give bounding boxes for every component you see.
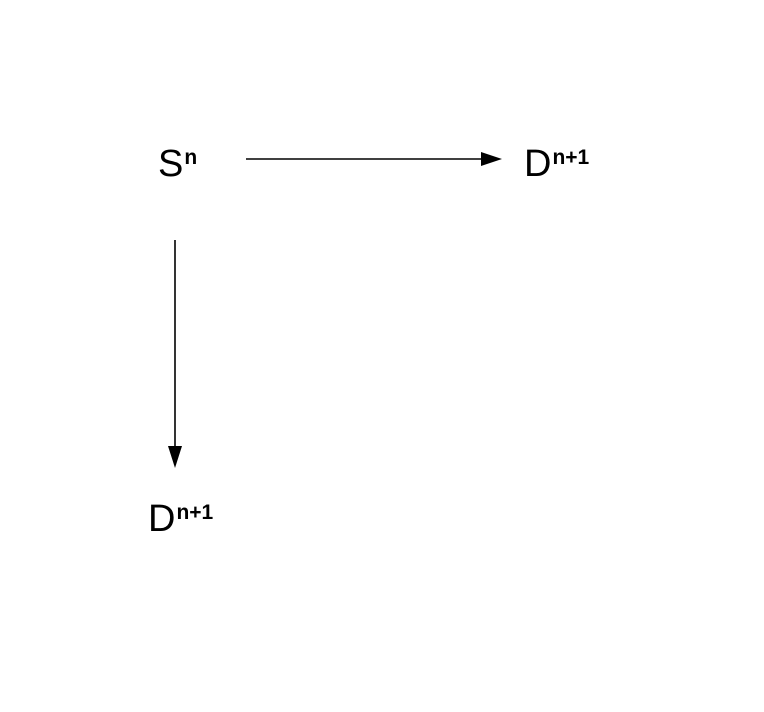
node-source: Sn bbox=[158, 145, 197, 183]
node-target-bottom-base: D bbox=[148, 498, 176, 540]
node-target-right-superscript: n+1 bbox=[552, 146, 590, 169]
node-target-right: Dn+1 bbox=[524, 145, 589, 183]
node-target-right-base: D bbox=[524, 143, 552, 185]
node-source-superscript: n bbox=[184, 146, 198, 169]
arrow-source-to-bottom bbox=[168, 240, 182, 468]
node-source-base: S bbox=[158, 143, 184, 185]
arrow-down-head bbox=[168, 446, 182, 468]
arrow-right-head bbox=[481, 152, 502, 166]
node-target-bottom-superscript: n+1 bbox=[176, 501, 214, 524]
node-target-bottom: Dn+1 bbox=[148, 500, 213, 538]
arrow-source-to-right bbox=[246, 152, 502, 166]
